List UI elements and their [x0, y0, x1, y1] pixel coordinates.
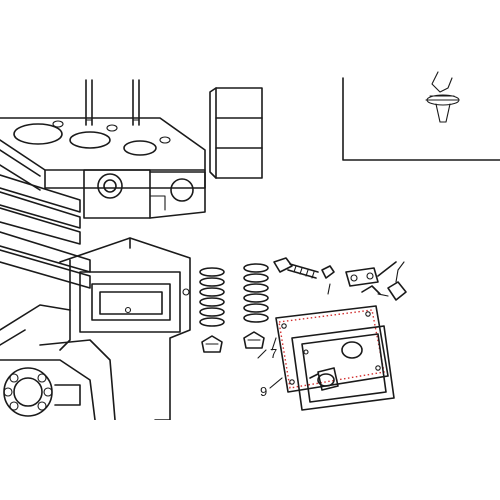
- callout-leaders: [269, 337, 283, 389]
- valve-spring-left: [199, 267, 225, 327]
- stacked-gasket-blocks: [209, 87, 263, 179]
- cover-plate: [291, 325, 395, 411]
- valve-spring-right: [243, 263, 269, 323]
- washer-and-bracket: [321, 261, 397, 295]
- crankcase: [0, 237, 191, 421]
- retaining-clip: [361, 261, 407, 301]
- exhaust-port-block: [83, 169, 206, 219]
- spring-retainers: [201, 331, 267, 359]
- cover-bolt: [273, 257, 319, 279]
- callout-7: 7: [270, 346, 277, 361]
- cooling-fins: [0, 174, 91, 289]
- cylinder-head: [0, 117, 206, 191]
- inset-detail-frame: [342, 71, 500, 161]
- callout-9: 9: [260, 384, 267, 399]
- crank-bearing: [0, 359, 96, 421]
- blank-margin: [0, 420, 500, 500]
